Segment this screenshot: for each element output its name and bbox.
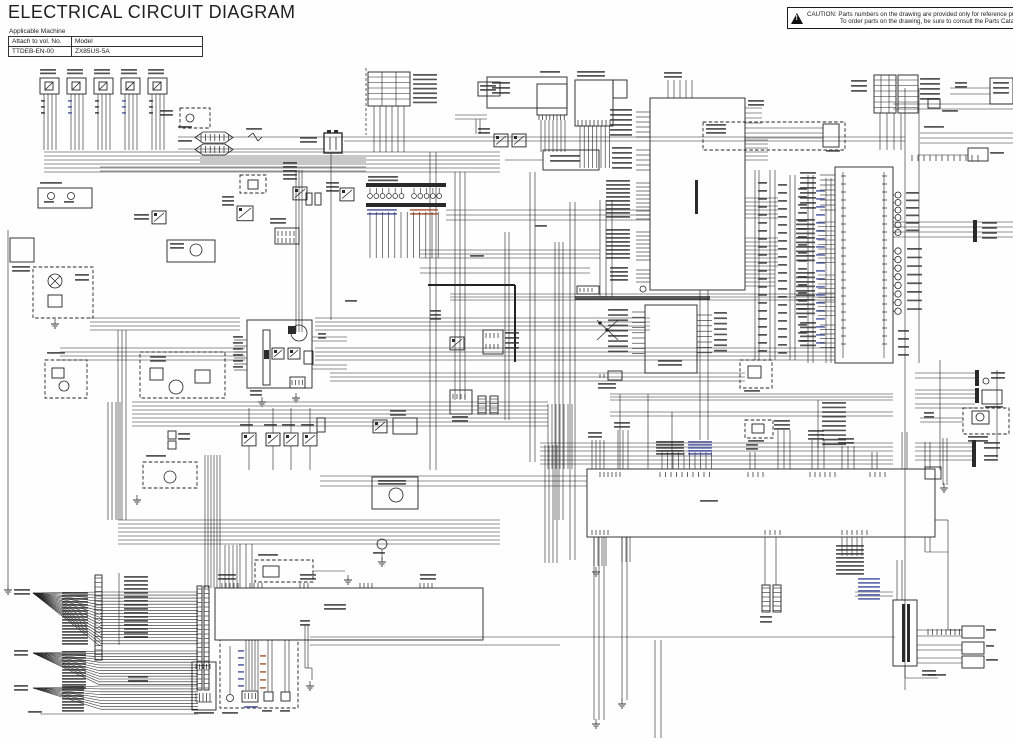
applicable-machine-caption: Applicable Machine bbox=[9, 28, 66, 35]
fuse-panel bbox=[365, 68, 437, 152]
cab-junction-box bbox=[214, 574, 484, 641]
circuit-diagram bbox=[4, 68, 1013, 738]
caution-text: CAUTION: Parts numbers on the drawing ar… bbox=[807, 10, 1013, 26]
machine-table-header-model: Model bbox=[71, 36, 203, 47]
battery-and-links bbox=[178, 126, 343, 320]
machine-table-header-vol: Attach to vol. No. bbox=[8, 36, 72, 47]
sensor-ladder bbox=[754, 170, 832, 363]
machine-table-model-value: ZX85US-5A bbox=[71, 46, 203, 57]
starter-alternator-block bbox=[233, 319, 347, 407]
pump-controller-block bbox=[576, 285, 773, 392]
right-mid-components bbox=[744, 360, 1010, 493]
main-controller-block bbox=[606, 72, 778, 291]
left-components bbox=[4, 107, 419, 595]
switch-bank bbox=[39, 69, 168, 150]
right-top-components bbox=[851, 74, 1013, 690]
machine-table-vol-value: TTDEB-EN-00 bbox=[8, 46, 72, 57]
relay-cluster bbox=[222, 162, 355, 245]
wire-fanout bbox=[14, 573, 210, 715]
top-connectors bbox=[455, 71, 846, 171]
fuse-box bbox=[366, 176, 446, 258]
page-title: ELECTRICAL CIRCUIT DIAGRAM bbox=[8, 2, 296, 22]
caution-box: ! CAUTION: Parts numbers on the drawing … bbox=[787, 7, 1013, 29]
warning-triangle-icon: ! bbox=[791, 12, 803, 24]
bottom-connectors bbox=[191, 620, 314, 714]
relay-row bbox=[240, 408, 418, 470]
machine-table: Attach to vol. No. Model TTDEB-EN-00 ZX8… bbox=[8, 36, 203, 57]
wire-mesh bbox=[44, 136, 905, 738]
monitor-unit-block bbox=[796, 166, 922, 364]
harness-junction-box bbox=[586, 420, 948, 623]
bottom-right-components bbox=[449, 329, 998, 679]
